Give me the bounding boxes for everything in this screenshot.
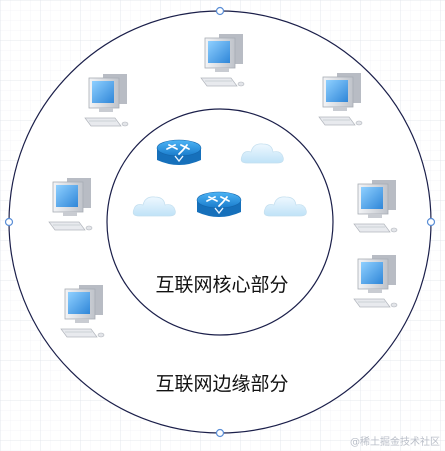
watermark-text: @稀土掘金技术社区 <box>350 435 440 448</box>
core-ring <box>106 108 334 336</box>
handle-top[interactable] <box>215 6 225 16</box>
router-icon <box>196 191 242 218</box>
handle-right[interactable] <box>426 217 436 227</box>
router-icon <box>156 139 202 166</box>
handle-bottom[interactable] <box>215 428 225 438</box>
core-label: 互联网核心部分 <box>155 274 288 296</box>
handle-left[interactable] <box>4 217 14 227</box>
edge-label: 互联网边缘部分 <box>155 373 288 395</box>
